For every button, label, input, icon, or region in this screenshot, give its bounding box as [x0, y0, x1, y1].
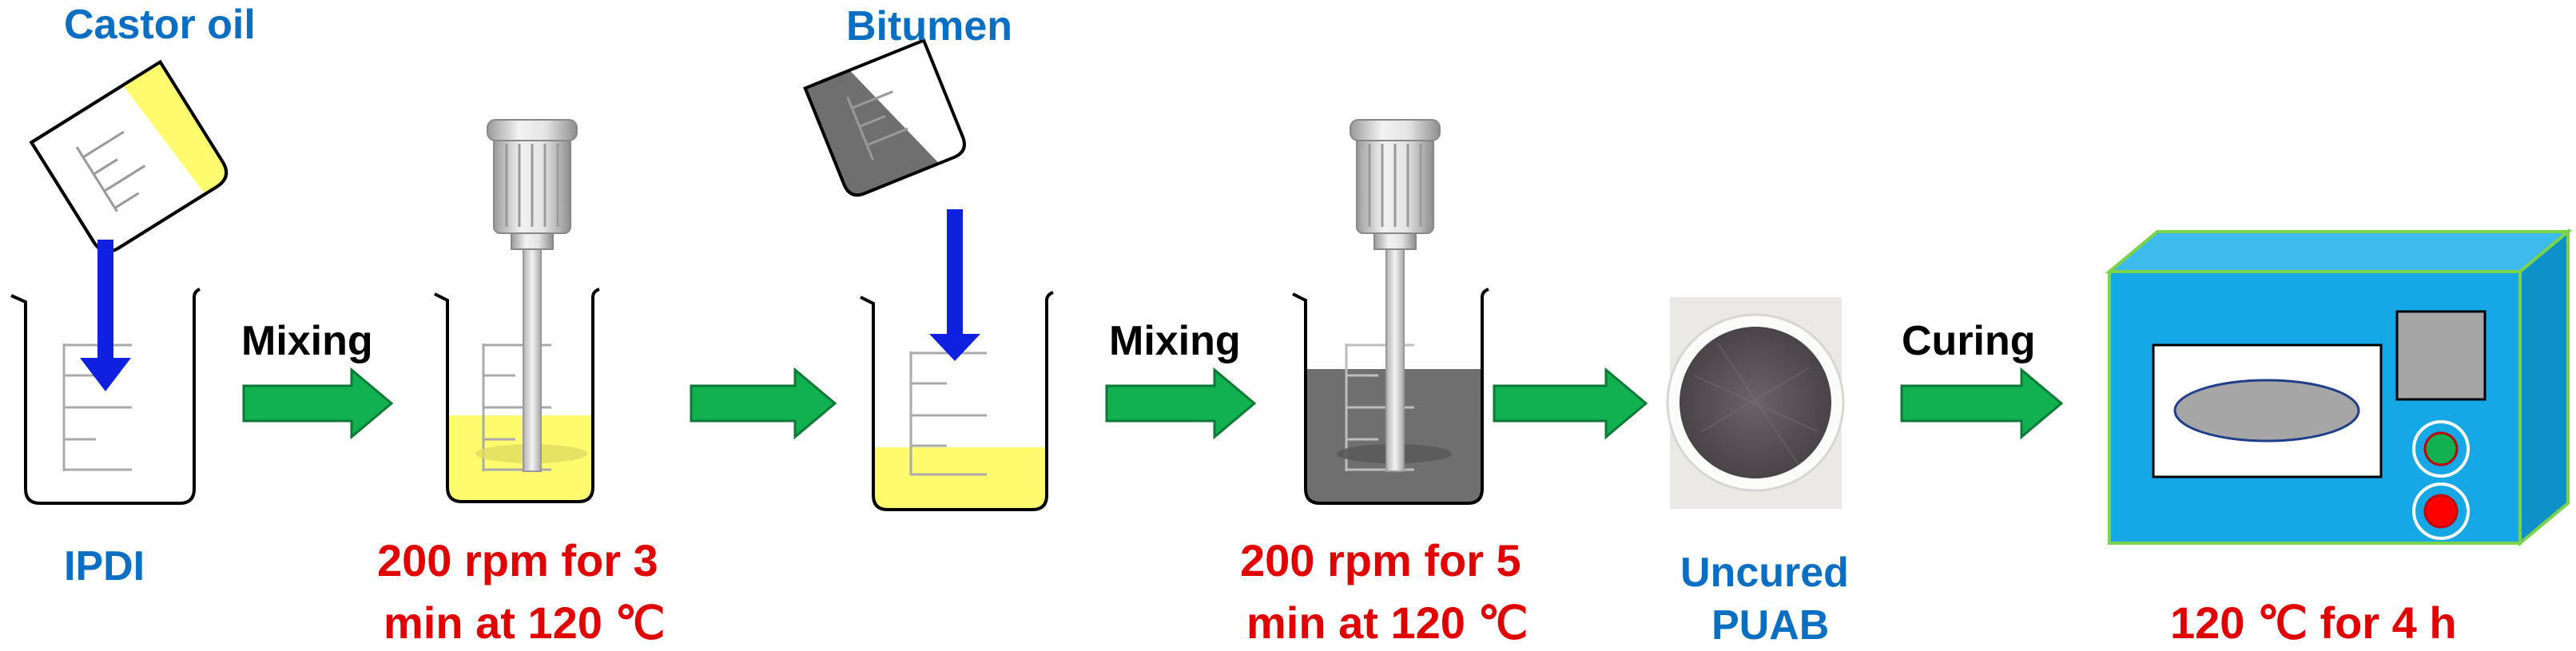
green-arrow-icon — [1493, 367, 1648, 440]
bitumen-beaker-icon — [803, 38, 966, 197]
condition-1-line-1: 200 rpm for 3 — [377, 535, 658, 586]
pour-arrow-icon — [929, 209, 980, 361]
mixture-beaker-yellow-icon — [860, 291, 1054, 511]
uncured-label-line-1: Uncured — [1680, 550, 1849, 596]
green-arrow-icon — [1900, 367, 2064, 440]
mixing-label-2: Mixing — [1109, 318, 1241, 364]
condition-1-line-2: min at 120 ℃ — [384, 597, 666, 648]
bitumen-label: Bitumen — [846, 3, 1012, 50]
curing-label: Curing — [1902, 318, 2036, 364]
sample-dish-icon — [1666, 297, 1845, 509]
condition-2-line-1: 200 rpm for 5 — [1240, 535, 1521, 586]
stirrer-icon — [1350, 119, 1441, 472]
stirrer-icon — [487, 119, 578, 472]
green-arrow-icon — [690, 367, 837, 440]
ipdi-label: IPDI — [64, 543, 145, 589]
condition-3: 120 ℃ for 4 h — [2170, 597, 2457, 648]
green-arrow-icon — [242, 367, 394, 440]
uncured-label-line-2: PUAB — [1711, 602, 1830, 649]
mixing-label-1: Mixing — [241, 318, 373, 364]
stirred-beaker-yellow-icon — [434, 288, 600, 503]
castor-oil-label: Castor oil — [64, 2, 256, 48]
condition-2-line-2: min at 120 ℃ — [1246, 597, 1529, 648]
oven-icon — [2105, 228, 2573, 547]
castor-oil-beaker-icon — [29, 59, 229, 253]
green-arrow-icon — [1105, 367, 1257, 440]
pour-arrow-icon — [80, 240, 131, 391]
